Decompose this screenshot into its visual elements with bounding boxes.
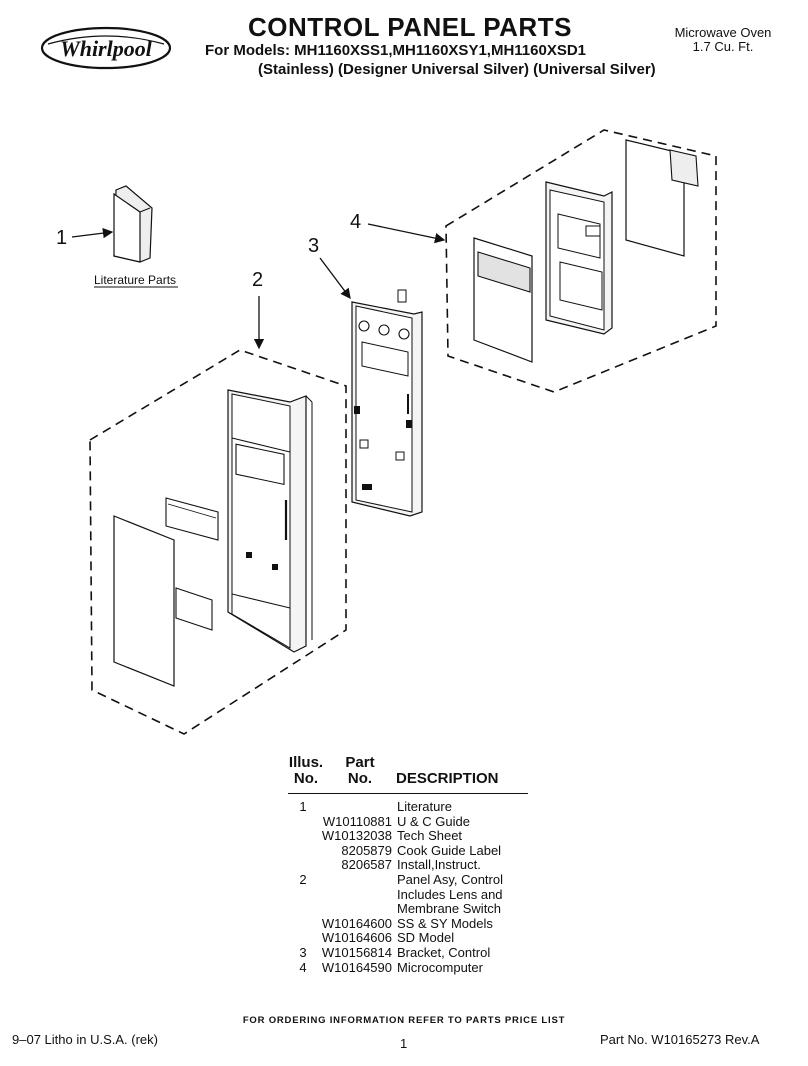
part-number-cell	[318, 888, 397, 903]
description-cell: Bracket, Control	[397, 944, 491, 960]
models-line: For Models: MH1160XSS1,MH1160XSY1,MH1160…	[205, 42, 587, 59]
illus-cell: 3	[299, 944, 307, 960]
document-part-number: Part No. W10165273 Rev.A	[600, 1032, 760, 1047]
table-row: W10164600 SS & SY Models	[288, 915, 528, 932]
part-number-cell: 8206587	[341, 857, 392, 873]
litho-note: 9–07 Litho in U.S.A. (rek)	[12, 1032, 158, 1047]
description-cell: Microcomputer	[397, 959, 483, 975]
illus-cell	[288, 888, 318, 903]
page-title: CONTROL PANEL PARTS	[248, 12, 572, 42]
header-illus-line1: Illus.	[288, 754, 324, 771]
header-illus-line2: No.	[293, 770, 319, 787]
illus-cell	[288, 815, 318, 830]
part-2-control-panel	[89, 349, 347, 735]
part-1-literature	[113, 185, 153, 263]
capacity: 1.7 Cu. Ft.	[692, 39, 754, 54]
part-number-cell: 8205879	[341, 842, 392, 858]
description-cell: Literature	[397, 799, 452, 814]
part-number-cell: W10164590	[321, 959, 392, 975]
part-number-cell: W10164606	[321, 930, 392, 946]
description-cell: SD Model	[397, 930, 455, 946]
illus-cell	[288, 917, 318, 932]
page-number: 1	[400, 1036, 408, 1051]
illus-cell	[288, 829, 318, 844]
part-number-cell: W10156814	[321, 944, 392, 960]
table-row: 8206587 Install,Instruct.	[288, 858, 528, 873]
description-cell: Cook Guide Label	[397, 842, 502, 858]
part-number-cell	[318, 873, 397, 888]
illus-cell: 4	[299, 959, 307, 975]
table-row: W10132038 Tech Sheet	[288, 829, 528, 844]
part-4-microcomputer	[445, 129, 717, 393]
callout-1: 1	[56, 227, 67, 249]
illus-cell: 2	[299, 871, 307, 887]
table-row: 2 Panel Asy, Control	[288, 871, 528, 888]
exploded-parts-diagram: 1 Literature Parts 2	[56, 129, 717, 735]
table-row: Membrane Switch	[288, 902, 528, 917]
illus-cell	[288, 844, 318, 859]
description-cell: SS & SY Models	[397, 915, 493, 931]
header-description: DESCRIPTION	[396, 770, 499, 787]
part-number-cell: W10132038	[321, 828, 392, 844]
description-cell: Panel Asy, Control	[397, 871, 503, 887]
product-type: Microwave Oven	[674, 25, 772, 40]
illus-cell	[288, 902, 318, 917]
description-cell: Install,Instruct.	[397, 857, 481, 873]
header-part-line2: No.	[347, 770, 373, 787]
variants-line: (Stainless) (Designer Universal Silver) …	[258, 61, 656, 78]
part-number-cell	[318, 800, 397, 815]
illus-cell	[288, 931, 318, 946]
callout-4: 4	[350, 211, 361, 233]
header-part-line1: Part	[345, 754, 375, 771]
callout-2: 2	[252, 269, 263, 291]
literature-parts-label: Literature Parts	[94, 273, 176, 287]
callout-3: 3	[308, 235, 319, 257]
table-row: 3 W10156814 Bracket, Control	[288, 944, 528, 961]
header-part: Part No.	[338, 755, 382, 787]
table-row: W10110881 U & C Guide	[288, 813, 528, 830]
table-row: 4 W10164590 Microcomputer	[288, 959, 528, 976]
table-row: W10164606 SD Model	[288, 931, 528, 946]
part-number-cell: W10110881	[322, 813, 392, 829]
ordering-note: FOR ORDERING INFORMATION REFER TO PARTS …	[242, 1015, 566, 1026]
parts-table: Illus. No. Part No. DESCRIPTION 1 Literat…	[288, 755, 528, 975]
table-row: 8205879 Cook Guide Label	[288, 842, 528, 859]
description-cell: Tech Sheet	[397, 828, 463, 844]
part-number-cell: W10164600	[321, 915, 392, 931]
whirlpool-logo: Whirlpool	[40, 26, 172, 70]
parts-table-header: Illus. No. Part No. DESCRIPTION	[288, 755, 528, 794]
product-type-block: Microwave Oven 1.7 Cu. Ft.	[668, 26, 778, 54]
illus-cell	[288, 858, 318, 873]
description-cell: Includes Lens and	[397, 886, 503, 902]
description-cell: Membrane Switch	[397, 901, 502, 917]
part-number-cell	[318, 902, 397, 917]
brand-wordmark: Whirlpool	[60, 36, 153, 61]
table-row: 1 Literature	[288, 799, 528, 815]
part-3-bracket	[351, 289, 423, 517]
description-cell: U & C Guide	[397, 813, 470, 829]
header-illus: Illus. No.	[288, 755, 324, 787]
illus-cell: 1	[299, 799, 307, 814]
table-row: Includes Lens and	[288, 886, 528, 903]
